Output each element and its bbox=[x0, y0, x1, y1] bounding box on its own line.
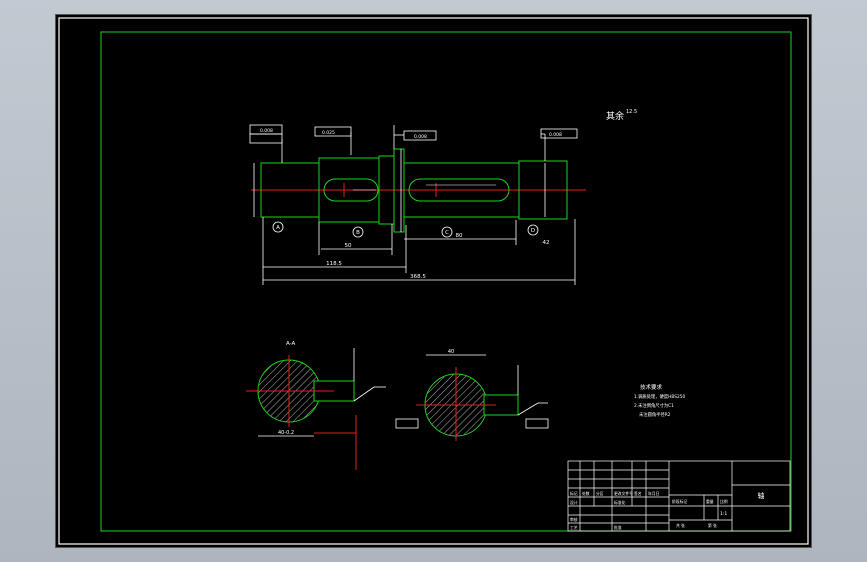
sheet-border bbox=[58, 17, 809, 545]
tb-stage: 阶段标记 bbox=[672, 499, 687, 504]
tol-frame-1: 0.008 bbox=[260, 128, 273, 134]
datum-b: B bbox=[356, 230, 360, 236]
part-name: 轴 bbox=[758, 491, 765, 500]
tb-change-doc: 更改文件号 bbox=[614, 491, 633, 496]
title-block bbox=[567, 460, 791, 532]
tech-notes-heading: 技术要求 bbox=[640, 383, 663, 391]
datum-d: D bbox=[531, 228, 535, 234]
tb-count: 处数 bbox=[582, 491, 590, 496]
tb-weight: 重量 bbox=[706, 499, 714, 504]
datum-c: C bbox=[445, 230, 449, 236]
tb-design: 设计 bbox=[570, 500, 578, 505]
section-right-dim: 40 bbox=[448, 349, 454, 355]
tech-note-3: 未注圆角半径R2 bbox=[639, 411, 671, 418]
tb-sign: 签名 bbox=[634, 491, 642, 496]
dim-key1: 50 bbox=[345, 243, 352, 249]
tol-frame-2: 0.025 bbox=[322, 130, 335, 136]
dim-key2: 80 bbox=[456, 233, 463, 239]
title-block-labels: 标记 处数 分区 更改文件号 签名 年月日 设计 标准化 阶段标记 重量 比例 … bbox=[570, 491, 728, 530]
section-view-left: A-A 40-0.2 bbox=[246, 341, 386, 470]
tb-zone: 分区 bbox=[596, 491, 604, 496]
datum-a: A bbox=[276, 225, 280, 231]
dim-total: 368.5 bbox=[410, 274, 426, 280]
shaft-main-view: 50 80 118.5 368.5 42 A B C D bbox=[249, 124, 586, 429]
section-view-right: 40 bbox=[416, 349, 548, 441]
section-left-dim: 40-0.2 bbox=[278, 430, 294, 436]
tb-process: 工艺 bbox=[570, 525, 578, 530]
tb-approve: 批准 bbox=[614, 525, 622, 530]
roughness-value: 12.5 bbox=[626, 109, 637, 115]
tol-frame-4: 0.008 bbox=[549, 132, 562, 138]
scale-value: 1:1 bbox=[720, 511, 727, 517]
tb-sheets: 共 张 bbox=[676, 523, 685, 528]
tb-sheet-no: 第 张 bbox=[708, 523, 717, 528]
dim-left-span: 118.5 bbox=[326, 261, 342, 267]
cad-viewport[interactable]: 50 80 118.5 368.5 42 A B C D bbox=[55, 14, 812, 548]
tb-standard: 标准化 bbox=[614, 500, 626, 505]
tb-scale-label: 比例 bbox=[720, 499, 728, 504]
tech-note-2: 2.未注倒角尺寸为C1 bbox=[634, 402, 674, 409]
drawing-frame bbox=[100, 31, 792, 532]
dim-right-end: 42 bbox=[543, 240, 550, 246]
tb-date: 年月日 bbox=[648, 491, 660, 496]
tech-notes: 技术要求 1.调质处理，硬度HBS250 2.未注倒角尺寸为C1 未注圆角半径R… bbox=[634, 383, 685, 418]
tb-mark: 标记 bbox=[570, 491, 578, 496]
tol-frame-3: 0.008 bbox=[414, 134, 427, 140]
section-label: A-A bbox=[286, 341, 296, 347]
tech-note-1: 1.调质处理，硬度HBS250 bbox=[634, 393, 685, 400]
roughness-label: 其余 bbox=[606, 110, 624, 122]
tb-review: 审核 bbox=[570, 517, 578, 522]
engineering-drawing: 50 80 118.5 368.5 42 A B C D bbox=[58, 17, 809, 545]
